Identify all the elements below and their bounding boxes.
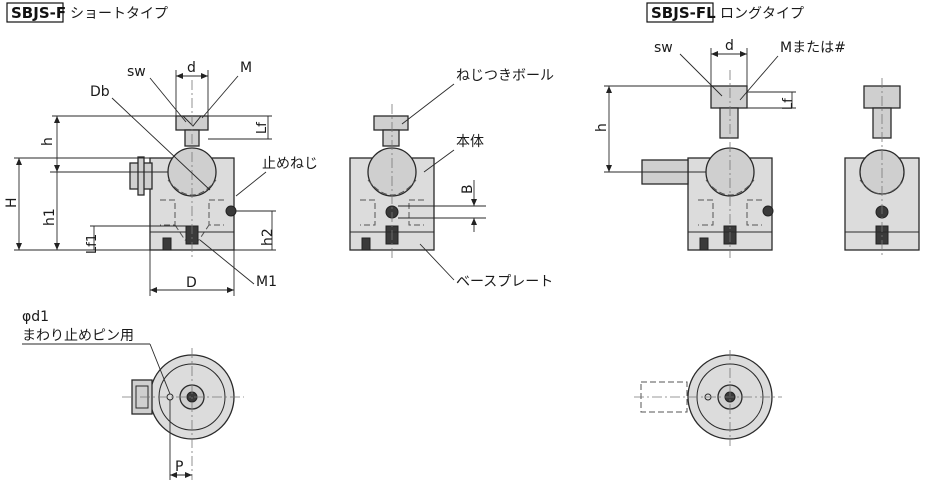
dim-lf: Lf (255, 122, 270, 134)
dim-sw: sw (127, 64, 146, 80)
long-dim-d: d (725, 38, 734, 54)
dim-lf1: Lf1 (85, 234, 100, 254)
dim-db: Db (90, 84, 110, 100)
right-title: SBJS-FL ロングタイプ (646, 2, 804, 23)
dim-h2: h2 (260, 228, 276, 246)
long-hex (710, 85, 748, 109)
label-phi-d1: φd1 (22, 309, 49, 325)
dim-m: M (240, 60, 252, 76)
dim-M1: M1 (256, 274, 277, 290)
dim-d: d (187, 60, 196, 76)
left-title: SBJS-F ショートタイプ (6, 2, 168, 23)
type-name-long: ロングタイプ (720, 6, 804, 22)
long-dim-m-or-hash: Mまたは# (780, 40, 846, 56)
short-top-view: φd1 まわり止めピン用 P (22, 309, 244, 480)
middle-section-view: ねじつきボール 本体 B ベースプレート (349, 68, 554, 290)
short-dimensions: sw d M Db Lf h H h1 Lf1 (4, 60, 318, 296)
type-name-short: ショートタイプ (70, 6, 168, 22)
dim-h1: h1 (42, 208, 58, 226)
long-top-view (634, 350, 782, 446)
long-dim-sw: sw (654, 40, 673, 56)
dim-P: P (175, 459, 183, 475)
model-code-sbjs-f: SBJS-F (11, 4, 66, 22)
dim-B: B (460, 184, 476, 194)
model-badge-sbjs-fl (646, 2, 714, 23)
label-pin-note: まわり止めピン用 (22, 328, 134, 344)
label-body: 本体 (456, 134, 484, 150)
long-dim-lf: Lf (781, 98, 796, 110)
dim-H: H (4, 197, 20, 208)
long-type-front-view: sw d Mまたは# h Lf (594, 38, 846, 258)
dim-h: h (40, 137, 56, 146)
long-section-view (844, 78, 920, 258)
long-dim-h: h (594, 123, 610, 132)
short-type-front-view (129, 80, 237, 258)
model-badge-sbjs-f (6, 2, 64, 23)
label-base-plate: ベースプレート (456, 274, 553, 290)
label-threaded-ball: ねじつきボール (456, 68, 554, 84)
model-code-sbjs-fl: SBJS-FL (651, 4, 716, 22)
dim-D: D (186, 275, 197, 291)
label-set-screw: 止めねじ (262, 156, 318, 172)
